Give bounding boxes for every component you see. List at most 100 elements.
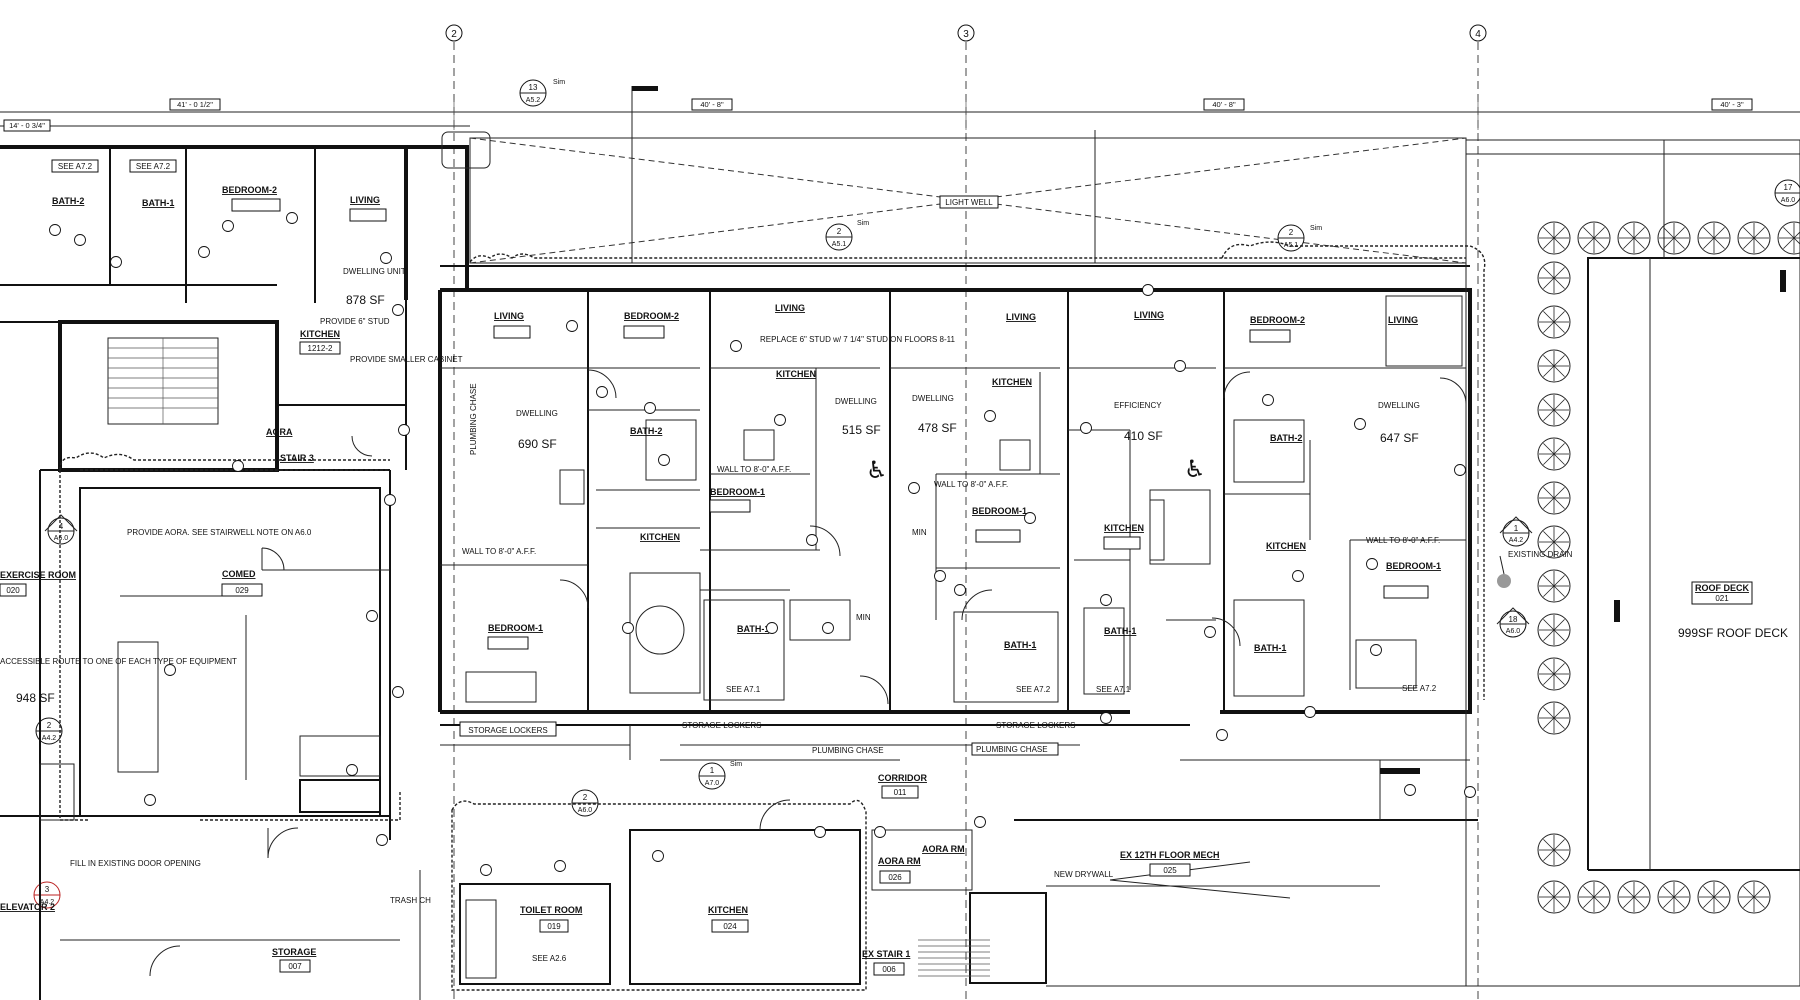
left-access-route: ACCESSIBLE ROUTE TO ONE OF EACH TYPE OF … <box>0 657 237 666</box>
svg-text:2: 2 <box>1289 228 1294 237</box>
planter-symbol <box>1737 221 1771 255</box>
dim-40a: 40' - 8" <box>700 100 724 109</box>
left-storage: STORAGE <box>272 947 316 957</box>
plan-tag-symbol <box>622 622 634 634</box>
left-dwelling-unit: DWELLING UNIT <box>343 267 406 276</box>
plan-tag-symbol <box>49 224 61 236</box>
svg-text:DWELLING: DWELLING <box>912 394 954 403</box>
svg-text:MIN: MIN <box>912 528 927 537</box>
svg-text:WALL TO 8'-0" A.F.F.: WALL TO 8'-0" A.F.F. <box>934 480 1008 489</box>
unit-1-labels: LIVING BEDROOM-2 PLUMBING CHASE DWELLING… <box>462 311 680 650</box>
accessible-icon-1: ♿ <box>866 457 888 484</box>
left-bedroom-2: BEDROOM-2 <box>222 185 277 195</box>
dimension-strings: 41' - 0 1/2" 40' - 8" 40' - 8" 40' - 3" … <box>0 98 1800 132</box>
svg-text:011: 011 <box>894 788 907 797</box>
svg-text:STORAGE LOCKERS: STORAGE LOCKERS <box>468 726 547 735</box>
svg-text:KITCHEN: KITCHEN <box>1104 523 1144 533</box>
left-stair-3: STAIR 3 <box>280 453 314 463</box>
plan-tag-symbol <box>346 764 358 776</box>
service-labels: STORAGE LOCKERS STORAGE LOCKERS STORAGE … <box>459 721 1220 976</box>
plan-tag-symbol <box>392 304 404 316</box>
plan-tag-symbol <box>554 860 566 872</box>
planter-symbol <box>1617 221 1651 255</box>
svg-text:BEDROOM-2: BEDROOM-2 <box>624 311 679 321</box>
planter-symbol <box>1537 481 1571 515</box>
svg-text:WALL TO 8'-0" A.F.F.: WALL TO 8'-0" A.F.F. <box>462 547 536 556</box>
planter-symbol <box>1657 880 1691 914</box>
plan-tag-symbol <box>286 212 298 224</box>
plan-tag-symbol <box>644 402 656 414</box>
svg-text:A4.2: A4.2 <box>42 735 57 742</box>
svg-text:MIN: MIN <box>856 613 871 622</box>
svg-text:410 SF: 410 SF <box>1124 429 1163 443</box>
dim-41: 41' - 0 1/2" <box>177 100 213 109</box>
section-mark-1-a70: 1 A7.0 Sim <box>698 761 742 790</box>
svg-text:006: 006 <box>882 965 896 974</box>
plan-tag-symbol <box>480 864 492 876</box>
planter-symbol <box>1697 221 1731 255</box>
existing-drain: EXISTING DRAIN <box>1508 550 1573 559</box>
plan-tag-symbol <box>974 816 986 828</box>
unit-3-labels: LIVING DWELLING 478 SF KITCHEN WALL TO 8… <box>912 312 1051 694</box>
plan-tag-symbol <box>1354 418 1366 430</box>
svg-text:1: 1 <box>710 766 715 775</box>
dim-40b: 40' - 8" <box>1212 100 1236 109</box>
left-comed: COMED <box>222 569 256 579</box>
svg-text:LIVING: LIVING <box>1134 310 1164 320</box>
left-exercise-sf: 948 SF <box>16 691 55 705</box>
left-storage-num: 007 <box>288 962 302 971</box>
plan-tag-symbol <box>164 664 176 676</box>
svg-text:BATH-1: BATH-1 <box>1004 640 1036 650</box>
svg-text:13: 13 <box>529 83 538 92</box>
planter-symbol <box>1537 880 1571 914</box>
svg-text:024: 024 <box>723 922 737 931</box>
svg-text:A7.0: A7.0 <box>705 780 720 787</box>
plan-tag-symbol <box>1262 394 1274 406</box>
svg-text:2: 2 <box>583 793 588 802</box>
section-mark-17-a60: 17 A6.0 <box>1774 179 1800 207</box>
section-mark-1-a42: 1 A4.2 <box>1499 516 1533 547</box>
svg-text:BEDROOM-1: BEDROOM-1 <box>972 506 1027 516</box>
svg-text:SEE A7.1: SEE A7.1 <box>1096 685 1131 694</box>
plan-tag-symbol <box>1404 784 1416 796</box>
left-aora: AORA <box>266 427 293 437</box>
svg-text:478 SF: 478 SF <box>918 421 957 435</box>
svg-text:3: 3 <box>45 885 50 894</box>
planter-symbol <box>1537 305 1571 339</box>
plan-tag-symbol <box>1142 284 1154 296</box>
plan-tag-symbol <box>814 826 826 838</box>
svg-text:SEE A2.6: SEE A2.6 <box>532 954 567 963</box>
plan-tag-symbol <box>366 610 378 622</box>
plan-tag-symbol <box>774 414 786 426</box>
svg-text:4: 4 <box>59 522 64 531</box>
svg-text:A4.2: A4.2 <box>1509 537 1524 544</box>
plan-tag-symbol <box>222 220 234 232</box>
section-markers: 13 A5.2 Sim 2 A5.1 Sim 2 A5.1 Sim 17 A6.… <box>33 79 1800 909</box>
plan-tag-symbol <box>766 622 778 634</box>
svg-text:BEDROOM-1: BEDROOM-1 <box>710 487 765 497</box>
svg-text:NEW DRYWALL: NEW DRYWALL <box>1054 870 1114 879</box>
plan-tag-symbol <box>1100 712 1112 724</box>
roof-deck: ROOF DECK 021 999SF ROOF DECK EXISTING D… <box>1465 139 1800 987</box>
svg-text:WALL TO 8'-0" A.F.F.: WALL TO 8'-0" A.F.F. <box>717 465 791 474</box>
grid-marker-2: 2 <box>445 24 463 42</box>
left-living: LIVING <box>350 195 380 205</box>
left-provide-cabinet: PROVIDE SMALLER CABINET <box>350 355 463 364</box>
plan-tag-symbol <box>1216 729 1228 741</box>
plan-tag-symbol <box>1080 422 1092 434</box>
section-mark-4-a60: 4 A6.0 <box>44 514 78 545</box>
planter-symbol <box>1537 657 1571 691</box>
light-well: LIGHT WELL <box>469 86 1467 264</box>
left-exercise-num: 020 <box>6 586 20 595</box>
svg-text:BATH-1: BATH-1 <box>737 624 769 634</box>
unit-5-labels: BEDROOM-2 LIVING DWELLING 647 SF BATH-2 … <box>1249 315 1441 693</box>
planter-symbol <box>1537 437 1571 471</box>
svg-text:Sim: Sim <box>857 220 869 227</box>
svg-text:LIVING: LIVING <box>775 303 805 313</box>
svg-text:2: 2 <box>837 227 842 236</box>
plan-tag-symbol <box>74 234 86 246</box>
plan-tag-symbol <box>874 826 886 838</box>
left-kitchen: KITCHEN <box>300 329 340 339</box>
svg-text:019: 019 <box>547 922 561 931</box>
